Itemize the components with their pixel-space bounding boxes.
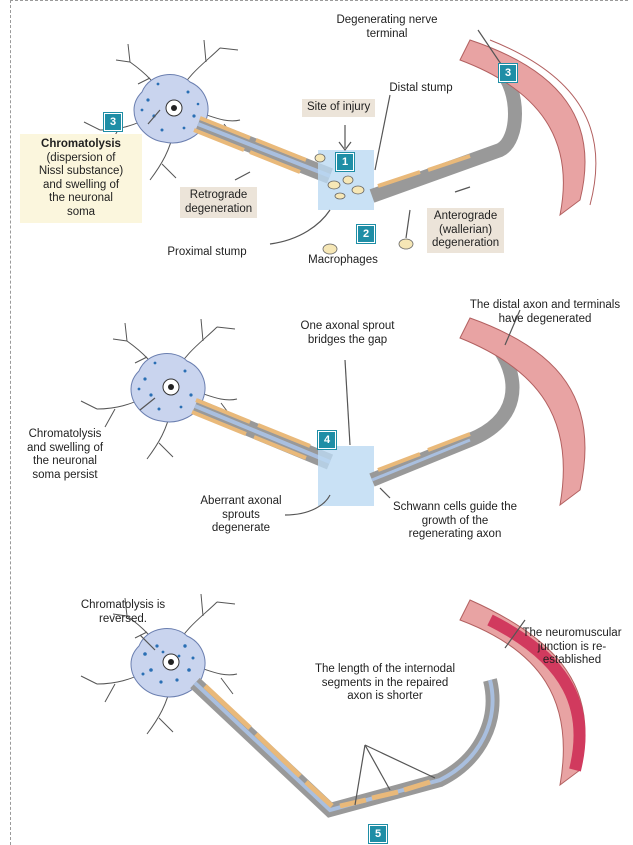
label-internodal-shorter: The length of the internodal segments in… [300, 663, 470, 704]
label-degenerating-terminal: Degenerating nerve terminal [332, 14, 442, 41]
label-chromatolysis-reversed: Chromatolysis is reversed. [68, 599, 178, 626]
axon-proximal-panel2 [192, 400, 330, 462]
badge-3-soma: 3 [104, 113, 122, 131]
axon-proximal-panel1 [194, 118, 330, 176]
label-aberrant-sprouts: Aberrant axonal sprouts degenerate [196, 495, 286, 536]
chromatolysis-title: Chromatolysis [41, 138, 121, 150]
muscle-panel1 [460, 40, 596, 215]
label-distal-stump: Distal stump [381, 82, 461, 96]
badge-2: 2 [357, 225, 375, 243]
badge-5: 5 [369, 825, 387, 843]
label-schwann-guide: Schwann cells guide the growth of the re… [380, 501, 530, 542]
label-one-sprout: One axonal sprout bridges the gap [285, 320, 410, 347]
chromatolysis-body: (dispersion of Nissl substance) and swel… [39, 152, 123, 218]
gap-highlight [318, 446, 374, 506]
label-retrograde: Retrograde degeneration [180, 187, 257, 218]
label-chromatolysis-persist: Chromatolysis and swelling of the neuron… [14, 428, 116, 482]
badge-3-terminal: 3 [499, 64, 517, 82]
muscle-panel2 [460, 318, 585, 505]
badge-4: 4 [318, 431, 336, 449]
label-site-of-injury: Site of injury [302, 99, 375, 117]
label-anterograde: Anterograde (wallerian) degeneration [427, 208, 504, 253]
chromatolysis-box: Chromatolysis (dispersion of Nissl subst… [20, 134, 142, 223]
axon-distal-panel2 [372, 350, 512, 480]
label-macrophages: Macrophages [298, 254, 388, 268]
badge-1: 1 [336, 153, 354, 171]
label-proximal-stump: Proximal stump [152, 246, 262, 260]
label-distal-degenerated: The distal axon and terminals have degen… [460, 299, 630, 326]
label-nmj-reestablished: The neuromuscular junction is re- establ… [512, 627, 632, 668]
